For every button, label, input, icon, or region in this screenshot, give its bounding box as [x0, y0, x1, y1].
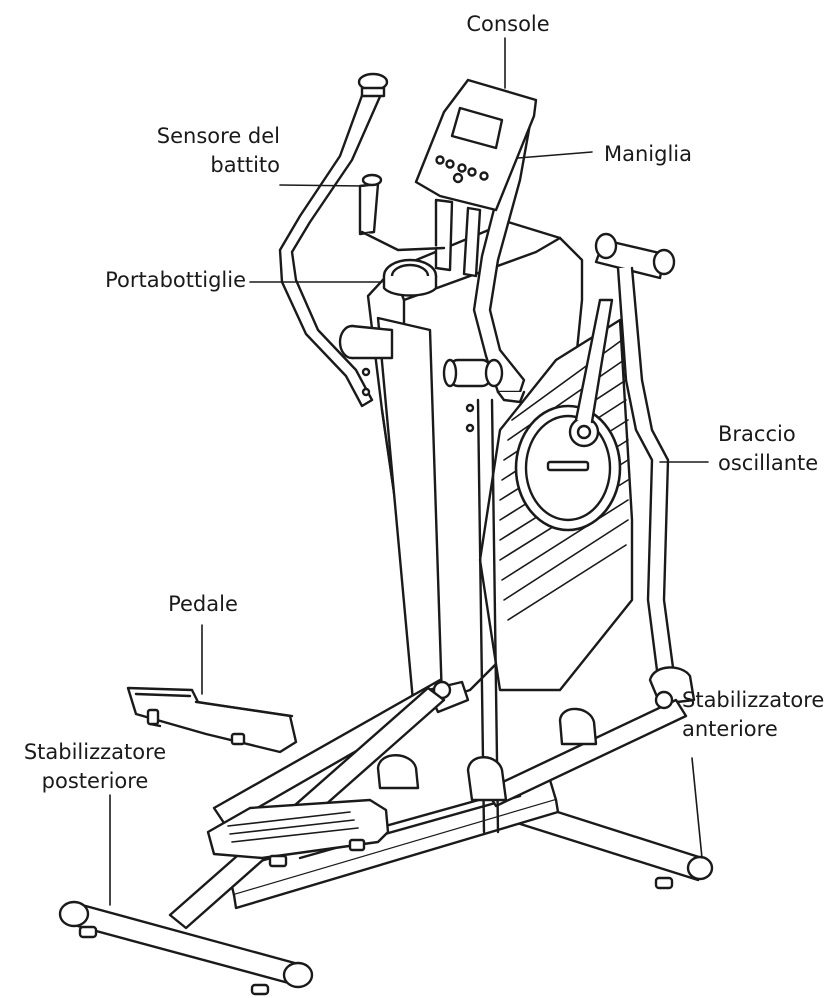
label-front-stabilizer: Stabilizzatore anteriore [682, 686, 824, 744]
label-console-line-1: Console [466, 12, 550, 36]
pedal-bar-rear [212, 678, 470, 828]
console-mast [358, 173, 482, 278]
label-console: Console [448, 10, 568, 39]
pedal-left-part [126, 686, 298, 754]
label-heart-sensor: Sensore del battito [110, 122, 280, 180]
label-rear-stabilizer-line-1: Stabilizzatore [23, 740, 167, 764]
label-handle: Maniglia [604, 140, 692, 169]
label-heart-sensor-line-1: Sensore del [156, 124, 280, 148]
label-handle-line-1: Maniglia [604, 142, 692, 166]
label-front-stabilizer-line-2: anteriore [682, 717, 778, 741]
label-pedal: Pedale [150, 590, 256, 619]
label-swing-arm-line-1: Braccio [718, 422, 796, 446]
rear-upright [338, 316, 444, 714]
left-handlebar [278, 72, 389, 408]
console-part [414, 78, 538, 212]
pedal-right-part [206, 798, 390, 868]
label-pedal-line-1: Pedale [168, 592, 238, 616]
bottle-holder-part [382, 258, 438, 297]
swing-arm-part [574, 232, 696, 706]
label-rear-stabilizer: Stabilizzatore posteriore [0, 738, 190, 796]
label-swing-arm: Braccio oscillante [718, 420, 818, 478]
rear-stabilizer-part [58, 900, 314, 996]
label-bottle-holder-line-1: Portabottiglie [105, 268, 246, 292]
leader-lines [109, 37, 709, 906]
linkage-brackets [376, 707, 598, 802]
front-stabilizer-part [512, 798, 714, 890]
label-front-stabilizer-line-1: Stabilizzatore [682, 688, 825, 712]
label-swing-arm-line-2: oscillante [718, 451, 819, 475]
label-bottle-holder: Portabottiglie [60, 266, 246, 295]
pivot-knobs [361, 358, 504, 433]
label-heart-sensor-line-2: battito [210, 153, 280, 177]
label-rear-stabilizer-line-2: posteriore [41, 769, 149, 793]
